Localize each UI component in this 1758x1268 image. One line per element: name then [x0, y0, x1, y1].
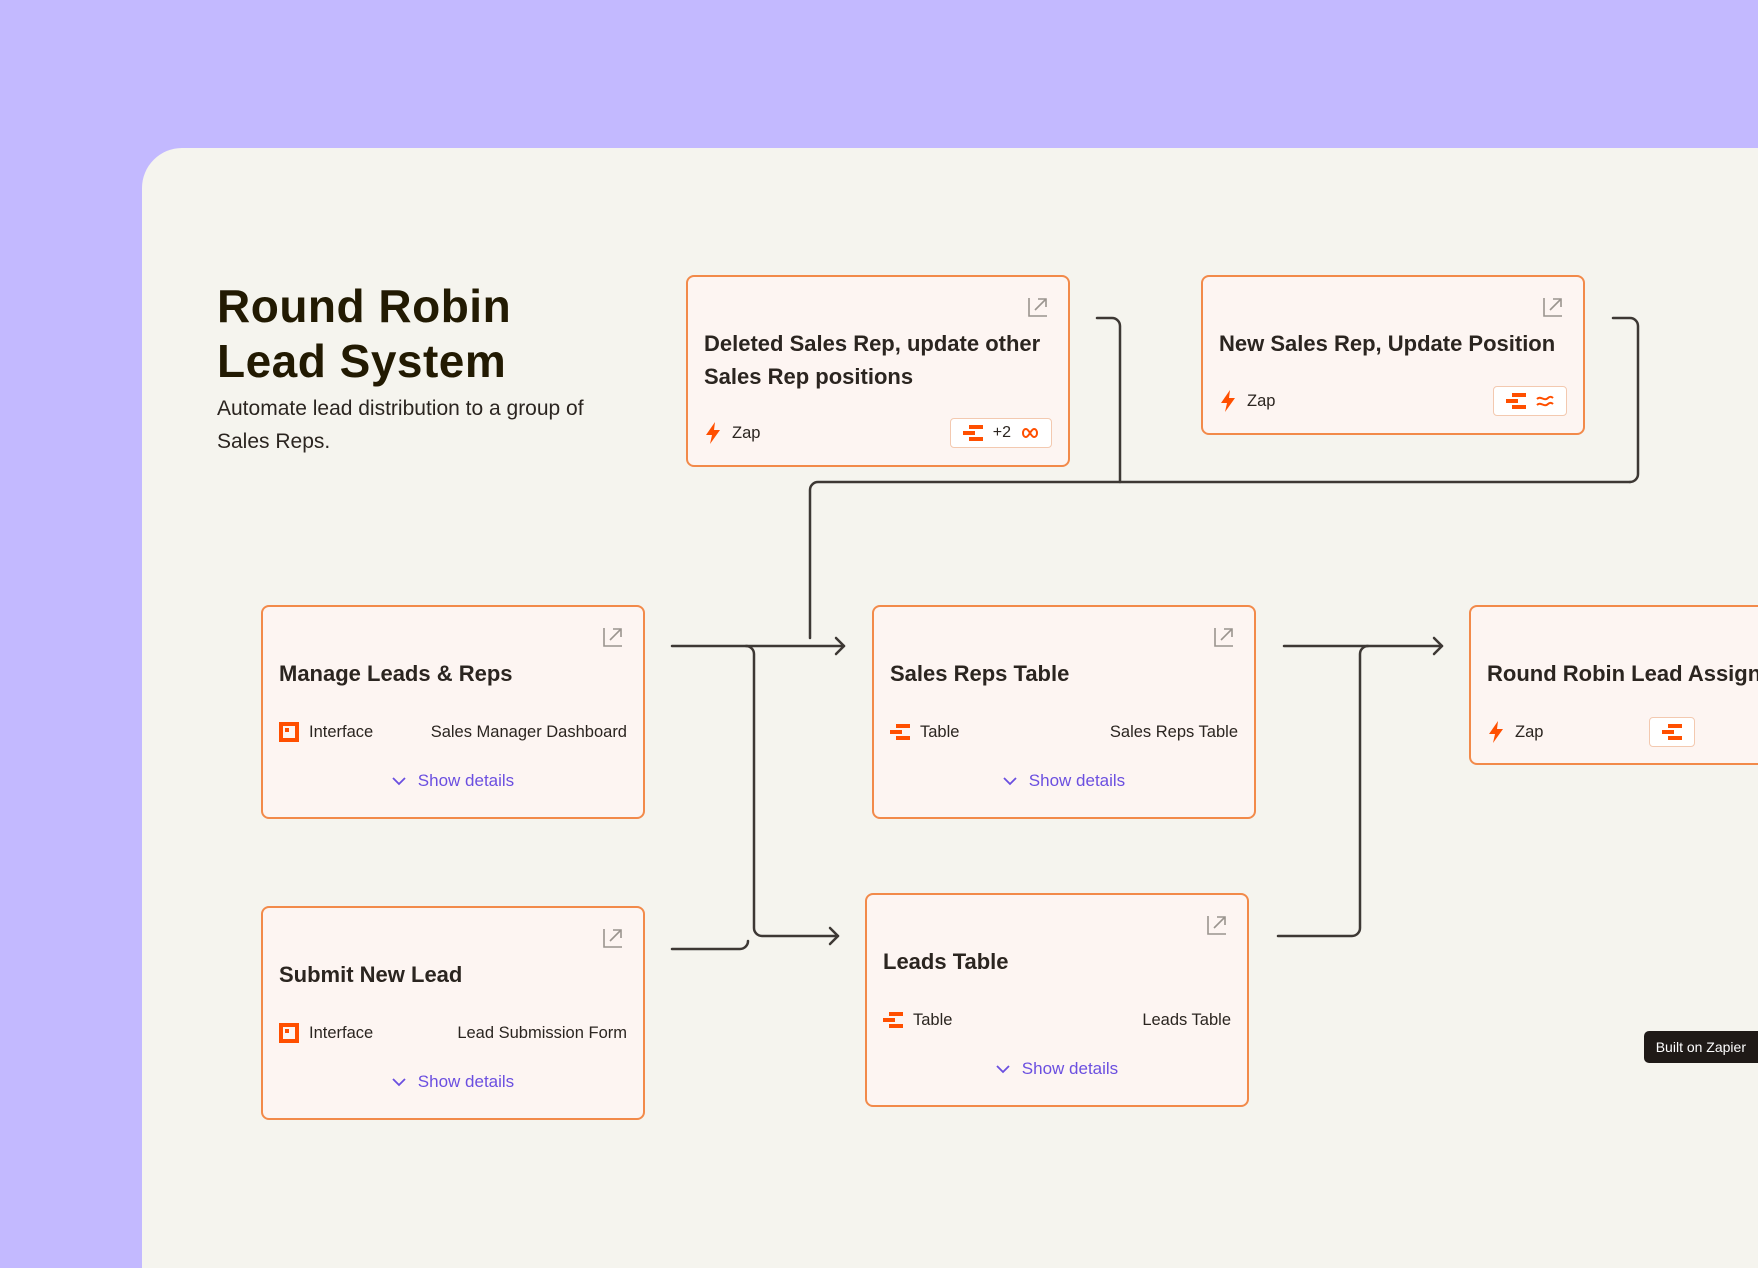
built-on-badge[interactable]: Built on Zapier	[1643, 1031, 1758, 1063]
external-link-icon[interactable]	[1026, 295, 1050, 319]
interface-icon	[279, 1023, 299, 1043]
external-link-icon[interactable]	[601, 625, 625, 649]
show-details-button[interactable]: Show details	[263, 1072, 643, 1092]
card-meta-row: Zap	[1219, 386, 1567, 416]
card-title: Round Robin Lead Assignment	[1487, 661, 1758, 686]
show-details-button[interactable]: Show details	[263, 771, 643, 791]
card-title: Manage Leads & Reps	[279, 661, 513, 686]
tables-icon	[962, 425, 983, 441]
card-leads-table[interactable]: Leads Table Table Leads Table Show detai…	[865, 893, 1249, 1107]
card-deleted-sales-rep[interactable]: Deleted Sales Rep, update other Sales Re…	[686, 275, 1078, 477]
card-meta-row: Table Sales Reps Table	[890, 719, 1238, 745]
card-meta-row: Zap +2	[704, 418, 1052, 448]
table-icon	[883, 1012, 903, 1028]
page-title: Round Robin Lead System	[217, 280, 512, 387]
connector-leads-to-robin	[1276, 644, 1370, 938]
zap-bolt-icon	[1489, 721, 1503, 743]
table-icon	[890, 724, 910, 740]
interface-icon	[279, 722, 299, 742]
card-meta-row: Interface Lead Submission Form	[279, 1020, 627, 1046]
card-meta-row: Table Leads Table	[883, 1007, 1231, 1033]
connector-lines	[670, 316, 1640, 951]
external-link-icon[interactable]	[601, 926, 625, 950]
card-submit-new-lead[interactable]: Submit New Lead Interface Lead Submissio…	[261, 906, 645, 1120]
show-details-button[interactable]: Show details	[874, 771, 1254, 791]
card-sales-reps-table[interactable]: Sales Reps Table Table Sales Reps Table …	[872, 605, 1256, 819]
arrow-sales	[834, 636, 846, 656]
zap-bolt-icon	[1221, 390, 1235, 412]
filter-wave-icon	[1536, 395, 1554, 407]
show-details-button[interactable]: Show details	[867, 1059, 1247, 1079]
apps-badge	[1649, 717, 1695, 747]
card-title: Deleted Sales Rep, update other Sales Re…	[704, 331, 1041, 389]
diagram-canvas: Round Robin Lead System Automate lead di…	[142, 148, 1758, 1268]
page-subtitle: Automate lead distribution to a group of…	[217, 397, 584, 453]
card-manage-leads-reps[interactable]: Manage Leads & Reps Interface Sales Mana…	[261, 605, 645, 819]
card-new-sales-rep[interactable]: New Sales Rep, Update Position Zap	[1201, 275, 1593, 445]
chevron-down-icon	[996, 1065, 1010, 1074]
external-link-icon[interactable]	[1212, 625, 1236, 649]
card-title: Leads Table	[883, 949, 1009, 974]
card-round-robin-assignment[interactable]: Round Robin Lead Assignment Zap	[1469, 605, 1758, 775]
card-meta-row: Zap	[1487, 717, 1758, 747]
card-title: Sales Reps Table	[890, 661, 1070, 686]
card-title: New Sales Rep, Update Position	[1219, 331, 1556, 356]
loop-icon	[1022, 427, 1038, 439]
chevron-down-icon	[1003, 777, 1017, 786]
connector-split	[744, 644, 840, 938]
tables-icon	[1506, 393, 1526, 409]
zap-bolt-icon	[706, 422, 720, 444]
arrow-robin	[1432, 636, 1444, 656]
card-title: Submit New Lead	[279, 962, 463, 987]
external-link-icon[interactable]	[1205, 913, 1229, 937]
connector-new-rep	[1611, 316, 1640, 484]
chevron-down-icon	[392, 777, 406, 786]
apps-badge	[1493, 386, 1567, 416]
external-link-icon[interactable]	[1541, 295, 1565, 319]
connector-deleted-rep	[1095, 316, 1122, 484]
connector-submit	[670, 939, 750, 951]
chevron-down-icon	[392, 1078, 406, 1087]
tables-icon	[1662, 724, 1682, 740]
apps-badge: +2	[949, 418, 1052, 448]
arrow-leads	[828, 926, 840, 946]
card-meta-row: Interface Sales Manager Dashboard	[279, 719, 627, 745]
connector-top-bus	[808, 480, 1632, 640]
